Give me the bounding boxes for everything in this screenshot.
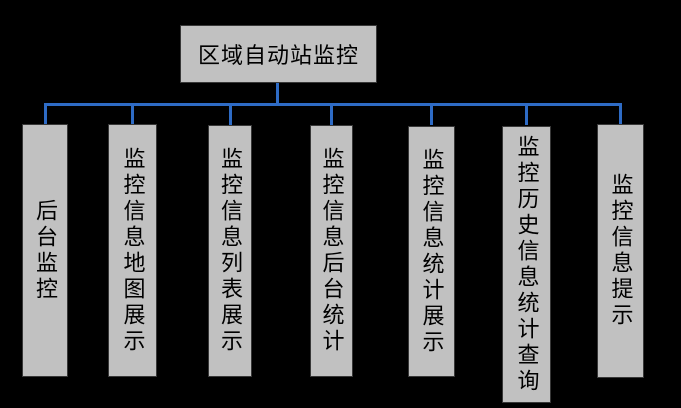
connector-stub-1: [44, 104, 47, 125]
child-node-label: 监控历史信息统计查询: [514, 134, 540, 395]
child-node-monitoring-info-map-display: 监控信息地图展示: [108, 124, 157, 377]
connector-stub-7: [619, 104, 622, 125]
child-node-monitoring-history-stats-query: 监控历史信息统计查询: [502, 126, 551, 403]
child-node-label: 监控信息列表展示: [218, 147, 243, 355]
connector-stub-5: [430, 104, 433, 125]
connector-stub-3: [229, 104, 232, 125]
child-node-backend-monitoring: 后台监控: [22, 124, 68, 377]
connector-horizontal-bus: [44, 103, 622, 106]
child-node-label: 后台监控: [33, 198, 58, 303]
child-node-monitoring-info-list-display: 监控信息列表展示: [208, 125, 252, 377]
child-node-monitoring-info-alert: 监控信息提示: [597, 124, 644, 378]
child-node-monitoring-info-backend-stats: 监控信息后台统计: [310, 125, 353, 377]
child-node-label: 监控信息提示: [608, 173, 634, 329]
child-node-label: 监控信息统计展示: [419, 147, 445, 356]
root-node-area-auto-station-monitoring: 区域自动站监控: [180, 25, 377, 83]
connector-stub-6: [525, 104, 528, 125]
connector-root-vertical: [276, 83, 279, 104]
root-node-label: 区域自动站监控: [197, 43, 359, 68]
child-node-label: 监控信息后台统计: [319, 147, 345, 355]
connector-stub-2: [131, 104, 134, 125]
child-node-label: 监控信息地图展示: [120, 146, 146, 355]
child-node-monitoring-info-stats-display: 监控信息统计展示: [408, 126, 455, 377]
connector-stub-4: [330, 104, 333, 125]
